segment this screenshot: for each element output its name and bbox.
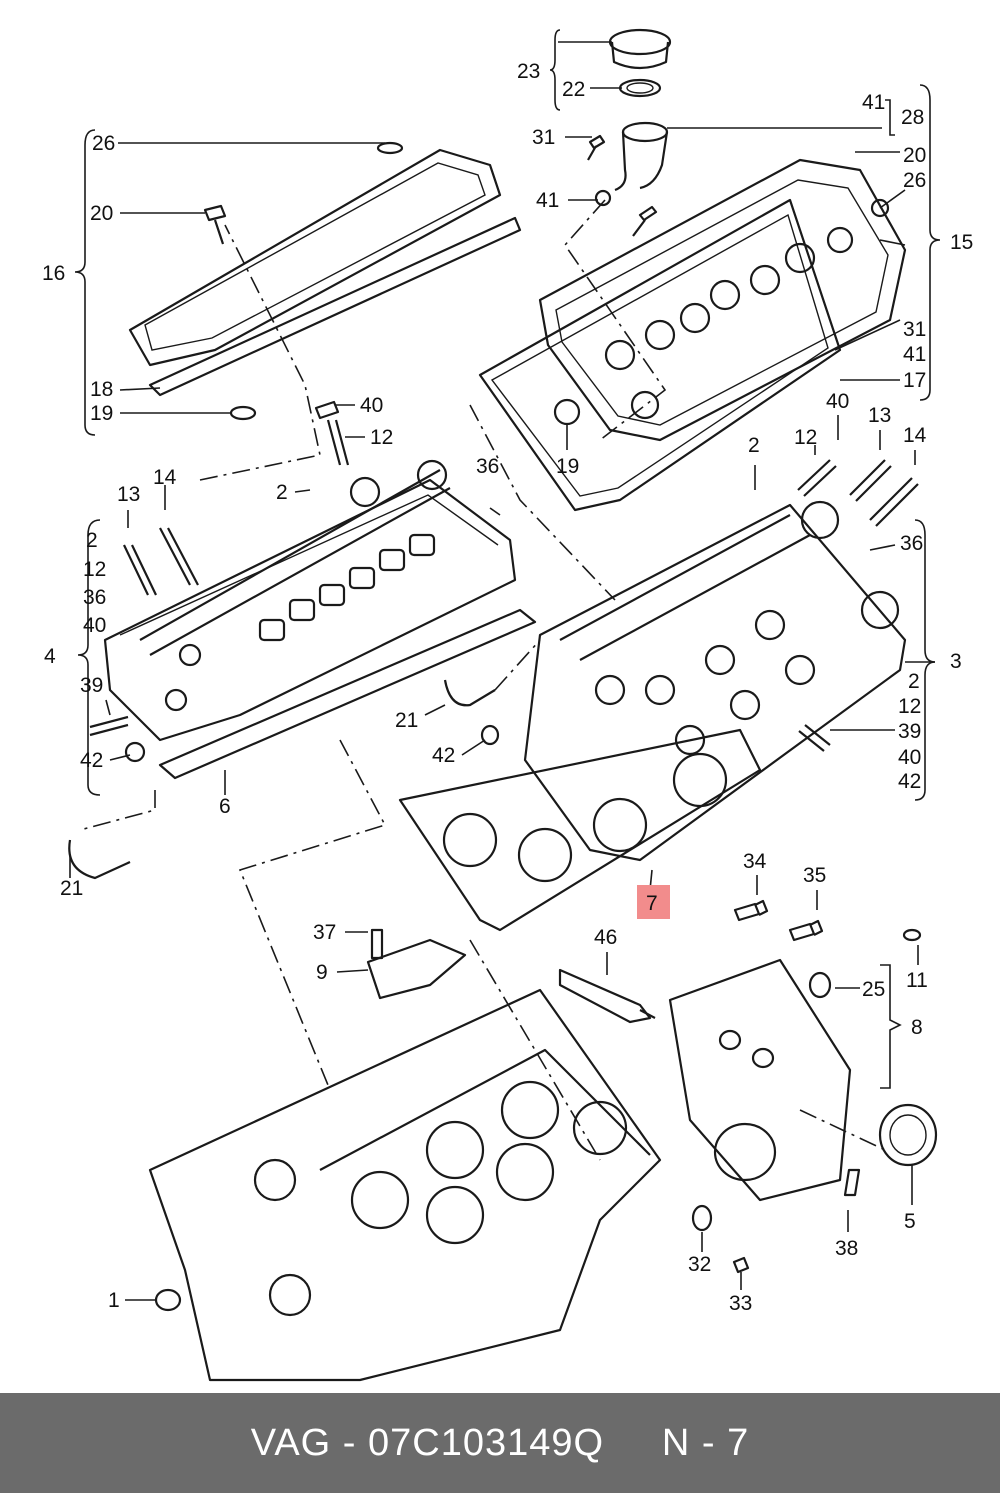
callout-46: 46	[594, 926, 617, 949]
callout-36: 36	[476, 455, 499, 478]
oil-filler-cap-drawing	[608, 28, 672, 98]
callout-31: 31	[532, 126, 555, 149]
callout-23: 23	[517, 60, 540, 83]
hoses-and-plugs-drawing	[68, 679, 750, 1312]
callout-36: 36	[900, 532, 923, 555]
right-cylinder-head-drawing	[523, 500, 907, 862]
callout-21: 21	[60, 877, 83, 900]
callout-11: 11	[906, 969, 928, 992]
sealant-tube-drawing	[558, 968, 656, 1024]
callout-41: 41	[862, 91, 885, 114]
callout-12: 12	[794, 426, 817, 449]
part-number-caption: VAG - 07C103149Q N - 7	[250, 1421, 750, 1464]
cover-plate-9-drawing	[366, 938, 467, 1000]
callout-42: 42	[432, 744, 455, 767]
left-head-gasket-drawing	[158, 608, 537, 780]
callout-40: 40	[826, 390, 849, 413]
callout-31: 31	[903, 318, 926, 341]
callout-2: 2	[276, 481, 288, 504]
callout-13: 13	[868, 404, 891, 427]
callout-26: 26	[903, 169, 926, 192]
callout-19: 19	[556, 455, 579, 478]
callout-2: 2	[908, 670, 920, 693]
callout-39: 39	[80, 674, 103, 697]
callout-36: 36	[83, 586, 106, 609]
callout-2: 2	[748, 434, 760, 457]
bolts-and-studs-drawing	[89, 400, 922, 1197]
callout-38: 38	[835, 1237, 858, 1260]
callout-40: 40	[898, 746, 921, 769]
callout-33: 33	[729, 1292, 752, 1315]
callout-13: 13	[117, 483, 140, 506]
right-valve-cover-drawing	[538, 158, 907, 442]
right-cover-gasket-drawing	[478, 198, 842, 512]
callout-34: 34	[743, 850, 767, 873]
callout-12: 12	[83, 558, 106, 581]
cylinder-block-drawing	[148, 988, 662, 1382]
callout-5: 5	[904, 1210, 916, 1233]
highlighted-callout-box	[637, 885, 670, 919]
callout-20: 20	[90, 202, 113, 225]
left-valve-cover-drawing	[128, 141, 502, 367]
callout-8: 8	[911, 1016, 923, 1039]
callout-39: 39	[898, 720, 921, 743]
callout-35: 35	[803, 864, 826, 887]
callout-14: 14	[903, 424, 927, 447]
callout-25: 25	[862, 978, 885, 1001]
callout-41: 41	[903, 343, 926, 366]
callout-4: 4	[44, 645, 56, 668]
assembly-lines	[79, 199, 886, 1161]
left-cover-gasket-drawing	[148, 216, 522, 421]
callout-20: 20	[903, 144, 926, 167]
callout-12: 12	[898, 695, 921, 718]
callout-28: 28	[901, 106, 924, 129]
callout-6: 6	[219, 795, 231, 818]
exploded-parts-diagram: 23 22 41 28 31 20 41 26 15 31 41 17 19 4…	[42, 28, 973, 1382]
callout-2: 2	[86, 529, 98, 552]
breather-elbow-drawing	[587, 121, 669, 207]
callout-12: 12	[370, 426, 393, 449]
callout-37: 37	[313, 921, 336, 944]
callout-9: 9	[316, 961, 328, 984]
left-cylinder-head-drawing	[103, 459, 517, 742]
callout-18: 18	[90, 378, 113, 401]
callout-labels: 23 22 41 28 31 20 41 26 15 31 41 17 19 4…	[42, 60, 973, 1315]
callout-26: 26	[92, 132, 115, 155]
callout-7: 7	[646, 892, 658, 915]
right-head-gasket-drawing	[398, 728, 762, 932]
callout-22: 22	[562, 78, 585, 101]
callout-40: 40	[83, 614, 106, 637]
callout-40: 40	[360, 394, 383, 417]
callout-3: 3	[950, 650, 962, 673]
callout-15: 15	[950, 231, 973, 254]
leader-lines	[69, 29, 941, 1301]
part-number-banner: VAG - 07C103149Q N - 7	[0, 1393, 1000, 1493]
callout-19: 19	[90, 402, 113, 425]
timing-cover-drawing	[668, 958, 938, 1202]
callout-17: 17	[903, 369, 926, 392]
callout-42: 42	[80, 749, 103, 772]
callout-16: 16	[42, 262, 65, 285]
callout-41: 41	[536, 189, 559, 212]
callout-14: 14	[153, 466, 177, 489]
callout-21: 21	[395, 709, 418, 732]
callout-32: 32	[688, 1253, 711, 1276]
callout-42: 42	[898, 770, 921, 793]
callout-1: 1	[108, 1289, 120, 1312]
